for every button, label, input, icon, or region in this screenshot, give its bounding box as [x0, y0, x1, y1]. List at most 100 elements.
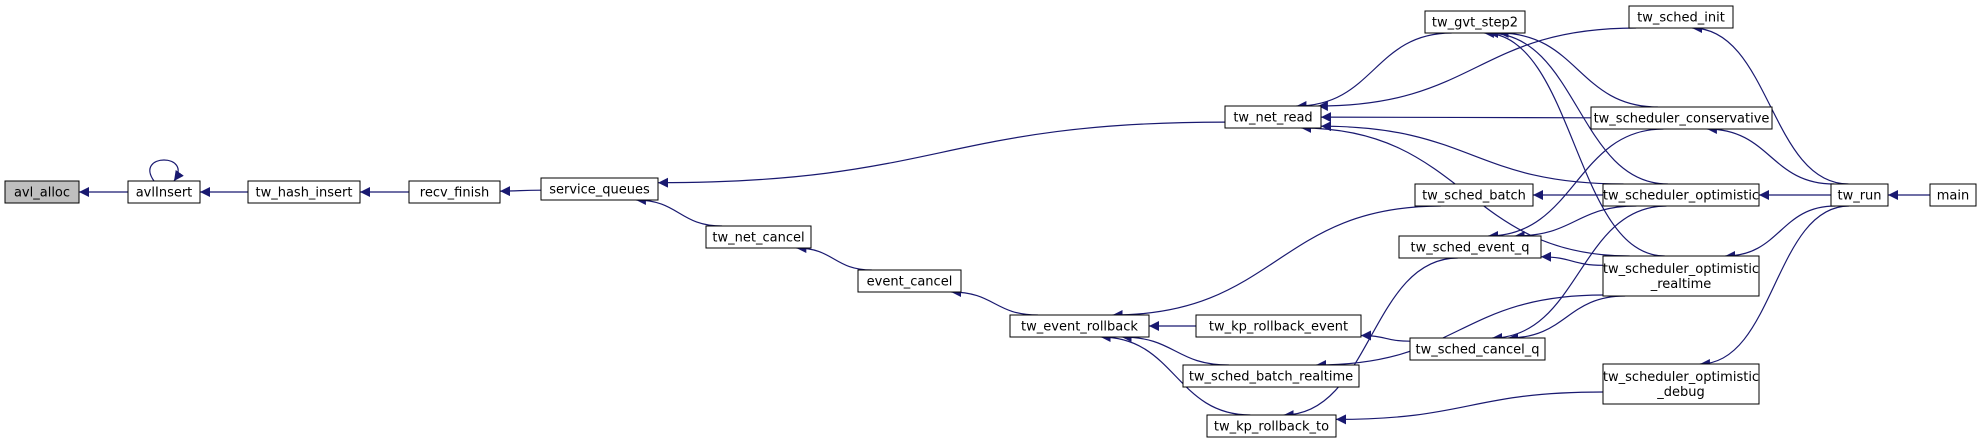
- call-edge-tw_net_read-to-service_queues: [657, 121, 1226, 188]
- function-node-event_cancel[interactable]: event_cancel: [857, 269, 962, 293]
- node-label: tw_sched_batch: [1422, 189, 1526, 204]
- call-edge-tw_sched_init-to-tw_net_read: [1317, 27, 1637, 111]
- call-edge-tw_scheduler_optimistic_realtime-to-tw_sched_cancel_q: [1508, 295, 1626, 343]
- call-edge-tw_scheduler_optimistic_realtime-to-tw_sched_batch_realtime: [1316, 294, 1604, 370]
- call-edge-tw_sched_batch_realtime-to-tw_event_rollback: [1121, 332, 1229, 366]
- node-box: [1206, 414, 1337, 438]
- node-box: [1590, 106, 1773, 130]
- node-box: [1602, 255, 1760, 297]
- node-box: [1409, 337, 1546, 361]
- function-node-tw_run[interactable]: tw_run: [1830, 183, 1889, 207]
- node-box: [127, 180, 201, 204]
- node-box: [1830, 183, 1889, 207]
- function-node-recv_finish[interactable]: recv_finish: [408, 180, 501, 204]
- function-node-tw_sched_batch[interactable]: tw_sched_batch: [1414, 183, 1534, 207]
- function-node-tw_net_cancel[interactable]: tw_net_cancel: [705, 225, 812, 249]
- node-box: [1602, 363, 1760, 405]
- node-box: [4, 180, 80, 204]
- function-node-tw_scheduler_optimistic[interactable]: tw_scheduler_optimistic: [1602, 183, 1760, 207]
- call-edge-tw_run-to-tw_scheduler_optimistic_realtime: [1725, 205, 1836, 261]
- node-label: tw_scheduler_optimistic: [1603, 262, 1759, 277]
- node-label: tw_sched_init: [1637, 11, 1725, 26]
- node-label: tw_hash_insert: [255, 186, 352, 201]
- call-edge-tw_sched_cancel_q-to-tw_kp_rollback_event: [1360, 330, 1411, 342]
- node-box: [705, 225, 812, 249]
- call-edge-tw_net_cancel-to-service_queues: [635, 195, 723, 227]
- node-label: tw_sched_batch_realtime: [1189, 370, 1353, 385]
- call-edge-service_queues-to-recv_finish: [499, 186, 542, 197]
- node-label: tw_run: [1837, 189, 1881, 204]
- node-box: [1195, 314, 1362, 338]
- function-node-main[interactable]: main: [1929, 183, 1977, 207]
- function-node-tw_scheduler_optimistic_debug[interactable]: tw_scheduler_optimistic_debug: [1602, 363, 1760, 405]
- call-edge-tw_run-to-tw_sched_init: [1691, 23, 1849, 185]
- function-node-tw_sched_batch_realtime[interactable]: tw_sched_batch_realtime: [1182, 364, 1360, 388]
- node-box: [247, 180, 361, 204]
- function-node-tw_kp_rollback_to[interactable]: tw_kp_rollback_to: [1206, 414, 1337, 438]
- node-label: tw_sched_event_q: [1411, 241, 1530, 256]
- node-box: [1224, 105, 1322, 129]
- call-edge-tw_scheduler_optimistic_debug-to-tw_kp_rollback_to: [1335, 391, 1604, 425]
- function-node-service_queues[interactable]: service_queues: [540, 177, 659, 201]
- function-node-tw_sched_cancel_q[interactable]: tw_sched_cancel_q: [1409, 337, 1546, 361]
- call-edge-tw_scheduler_conservative-to-tw_net_read: [1320, 112, 1592, 123]
- function-node-tw_scheduler_conservative[interactable]: tw_scheduler_conservative: [1590, 106, 1773, 130]
- node-label: tw_kp_rollback_to: [1214, 420, 1329, 435]
- node-label: avl_alloc: [14, 186, 70, 201]
- call-edge-tw_sched_event_q-to-tw_kp_rollback_to: [1283, 257, 1458, 420]
- node-label: tw_scheduler_conservative: [1594, 112, 1770, 127]
- node-box: [1929, 183, 1977, 207]
- node-label: service_queues: [549, 183, 650, 198]
- function-node-tw_event_rollback[interactable]: tw_event_rollback: [1009, 314, 1150, 338]
- call-edge-tw_scheduler_optimistic-to-tw_sched_cancel_q: [1491, 205, 1667, 343]
- call-edge-tw_scheduler_optimistic-to-tw_gvt_step2: [1488, 28, 1668, 185]
- node-box: [408, 180, 501, 204]
- call-edge-avlInsert-to-avlInsert: [149, 159, 184, 182]
- node-label: avlInsert: [136, 186, 193, 201]
- node-label: tw_kp_rollback_event: [1209, 320, 1348, 335]
- call-edge-tw_scheduler_conservative-to-tw_gvt_step2: [1498, 28, 1658, 108]
- function-node-tw_net_read[interactable]: tw_net_read: [1224, 105, 1322, 129]
- function-node-avlInsert[interactable]: avlInsert: [127, 180, 201, 204]
- call-edge-tw_run-to-tw_scheduler_optimistic_debug: [1699, 205, 1850, 369]
- node-box: [540, 177, 659, 201]
- node-label: event_cancel: [867, 275, 953, 290]
- call-edge-tw_gvt_step2-to-tw_net_read: [1296, 32, 1452, 111]
- edges-layer: [79, 23, 1930, 425]
- function-node-tw_kp_rollback_event[interactable]: tw_kp_rollback_event: [1195, 314, 1362, 338]
- node-label: main: [1937, 189, 1969, 204]
- node-box: [1182, 364, 1360, 388]
- call-edge-tw_run-to-tw_scheduler_conservative: [1706, 124, 1835, 185]
- node-label: tw_scheduler_optimistic: [1603, 370, 1759, 385]
- node-label: tw_gvt_step2: [1432, 16, 1518, 31]
- call-edge-tw_sched_batch-to-tw_event_rollback: [1112, 205, 1441, 320]
- function-node-tw_hash_insert[interactable]: tw_hash_insert: [247, 180, 361, 204]
- call-edge-tw_scheduler_optimistic_realtime-to-tw_sched_event_q: [1540, 251, 1604, 266]
- node-label: tw_net_read: [1233, 111, 1312, 126]
- node-box: [857, 269, 962, 293]
- node-box: [1628, 5, 1734, 29]
- call-edge-tw_event_rollback-to-event_cancel: [951, 287, 1038, 316]
- node-box: [1424, 10, 1526, 34]
- function-node-tw_sched_event_q[interactable]: tw_sched_event_q: [1398, 235, 1542, 259]
- node-box: [1602, 183, 1760, 207]
- node-label: recv_finish: [420, 186, 489, 201]
- node-label: _debug: [1656, 385, 1705, 400]
- node-label: tw_scheduler_optimistic: [1603, 189, 1759, 204]
- function-node-tw_gvt_step2[interactable]: tw_gvt_step2: [1424, 10, 1526, 34]
- node-box: [1398, 235, 1542, 259]
- node-box: [1414, 183, 1534, 207]
- node-label: tw_sched_cancel_q: [1415, 343, 1539, 358]
- node-label: _realtime: [1650, 277, 1712, 292]
- call-edge-tw_scheduler_optimistic_realtime-to-tw_gvt_step2: [1483, 28, 1665, 257]
- node-box: [1009, 314, 1150, 338]
- function-node-tw_sched_init[interactable]: tw_sched_init: [1628, 5, 1734, 29]
- call-edge-tw_scheduler_optimistic-to-tw_sched_event_q: [1514, 205, 1637, 241]
- call-edge-tw_scheduler_optimistic-to-tw_net_read: [1320, 121, 1624, 185]
- function-node-avl_alloc[interactable]: avl_alloc: [4, 180, 80, 204]
- nodes-layer: avl_alloc avlInsert tw_hash_insert recv_fin…: [4, 5, 1977, 438]
- node-label: tw_event_rollback: [1021, 320, 1138, 335]
- function-node-tw_scheduler_optimistic_realtime[interactable]: tw_scheduler_optimistic_realtime: [1602, 255, 1760, 297]
